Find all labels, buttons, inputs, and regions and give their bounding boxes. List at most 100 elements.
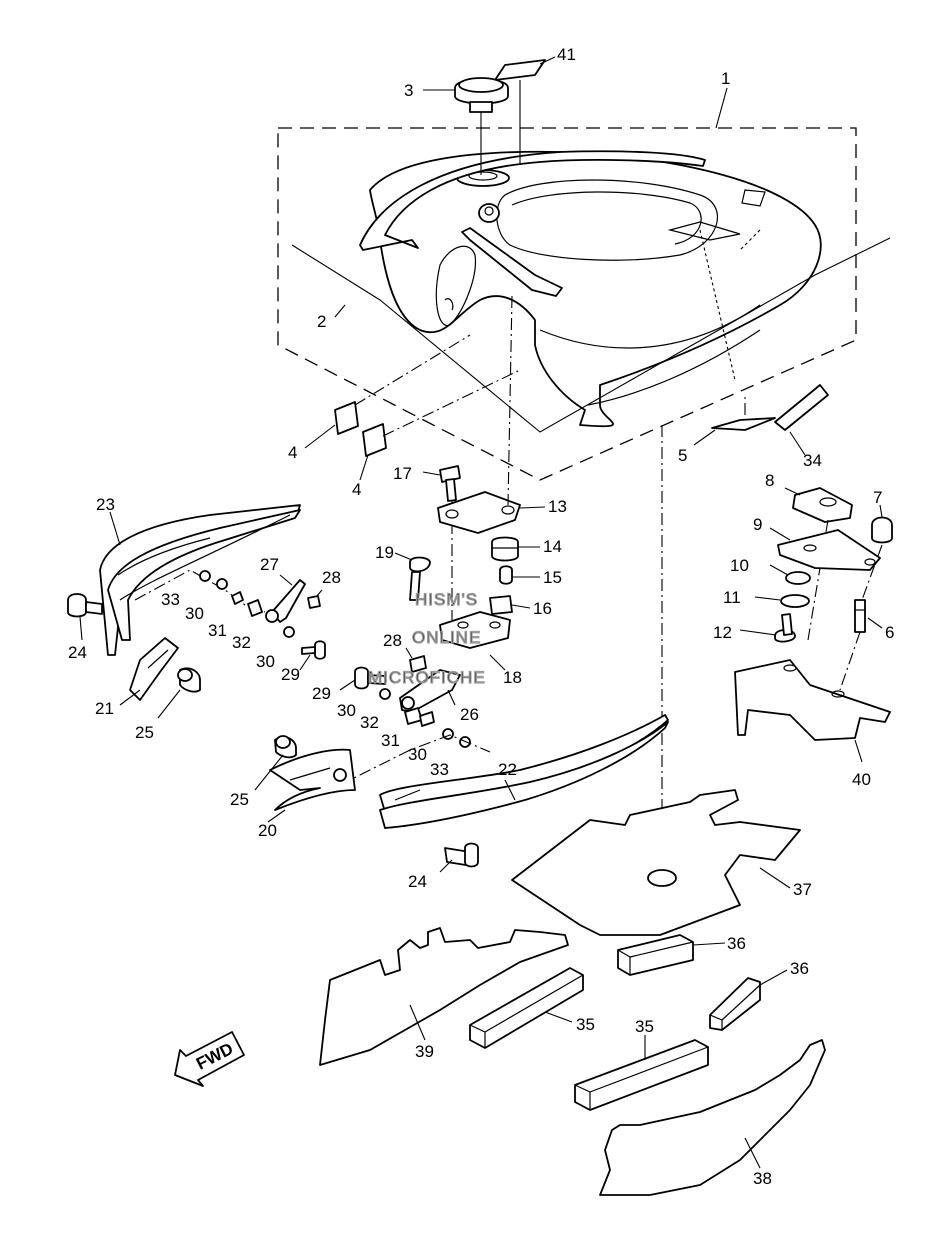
callout-39: 39	[415, 1042, 434, 1061]
collar-31-lower	[419, 711, 435, 727]
callout-38: 38	[753, 1169, 772, 1188]
collar-15	[499, 565, 513, 585]
bracket-13	[437, 491, 521, 534]
bolt-28-lower	[409, 655, 427, 673]
washer-30-mid	[283, 626, 295, 638]
block-36-left	[617, 934, 694, 976]
bolt-29-lower	[354, 666, 386, 690]
callout-34: 34	[803, 451, 822, 470]
callout-10: 10	[730, 556, 749, 575]
block-35-right	[574, 1039, 709, 1111]
callout-31a: 31	[208, 621, 227, 640]
callout-9: 9	[753, 515, 762, 534]
callout-19: 19	[375, 543, 394, 562]
callout-41: 41	[557, 45, 576, 64]
bracket-8	[792, 487, 853, 523]
pad-5	[711, 417, 776, 431]
tank-stripe-decal	[359, 150, 706, 251]
bracket-26	[399, 669, 461, 713]
callout-30a: 30	[185, 604, 204, 623]
callout-21: 21	[95, 699, 114, 718]
callout-16: 16	[533, 599, 552, 618]
callout-6: 6	[885, 623, 894, 642]
collar-25-left	[177, 667, 201, 693]
washer-33-left	[199, 570, 211, 582]
bracket-9	[777, 529, 881, 571]
callout-24b: 24	[408, 872, 427, 891]
callout-5: 5	[678, 446, 687, 465]
side-cover-23	[99, 504, 301, 656]
bracket-21	[129, 637, 179, 701]
callout-2: 2	[317, 312, 326, 331]
callout-4b: 4	[352, 480, 361, 499]
callout-28b: 28	[383, 631, 402, 650]
side-cover-22	[379, 714, 669, 829]
callout-1: 1	[721, 69, 730, 88]
stud-6	[854, 599, 866, 633]
callout-13: 13	[548, 497, 567, 516]
collar-31-left	[231, 591, 244, 605]
bolt-17	[439, 465, 461, 502]
callout-36b: 36	[790, 959, 809, 978]
bolt-29-upper	[301, 640, 326, 660]
callout-11: 11	[723, 588, 741, 607]
sheet-39	[319, 927, 569, 1066]
watermark: HISM'S ONLINE MICROFICHE	[367, 589, 486, 687]
fuel-cap	[454, 77, 509, 113]
callout-15: 15	[543, 568, 562, 587]
callout-28a: 28	[322, 568, 341, 587]
damper-14	[491, 536, 519, 562]
callout-33b: 33	[430, 760, 449, 779]
callout-30c: 30	[337, 701, 356, 720]
watermark-line-2: ONLINE	[412, 628, 481, 647]
bolt-19	[409, 556, 431, 601]
washer-10	[785, 571, 811, 585]
assembly-line-right	[339, 734, 491, 786]
bracket-27	[265, 579, 306, 623]
sheet-38	[599, 1039, 826, 1196]
bolt-12	[774, 613, 796, 643]
cap-nut-7	[871, 516, 893, 544]
sheet-37	[511, 789, 801, 936]
collar-25-lower	[274, 735, 297, 759]
callout-30b: 30	[256, 652, 275, 671]
washer-30-lower	[379, 688, 391, 700]
callout-17: 17	[393, 464, 412, 483]
bracket-18	[439, 611, 511, 649]
callout-14: 14	[543, 537, 562, 556]
callout-4a: 4	[288, 443, 297, 462]
watermark-line-3: MICROFICHE	[368, 668, 486, 687]
pad-4-lower	[362, 369, 521, 457]
block-36-right	[709, 977, 761, 1031]
callout-31b: 31	[381, 731, 400, 750]
callout-24a: 24	[68, 643, 87, 662]
washer-33-lower	[459, 736, 471, 748]
bolt-28-upper	[307, 595, 321, 609]
nut-16	[489, 595, 513, 615]
fwd-arrow-icon: FWD	[174, 1031, 245, 1087]
callout-30d: 30	[408, 745, 427, 764]
callout-40: 40	[852, 770, 871, 789]
callout-22: 22	[498, 760, 517, 779]
callout-labels: 1 2 3 4 4 5 6 7 8 9 10 11 12 13 14 15 16…	[68, 45, 894, 1188]
callout-35a: 35	[576, 1015, 595, 1034]
pad-4-upper	[334, 334, 471, 435]
callout-25b: 25	[230, 790, 249, 809]
collar-32-left	[247, 599, 263, 617]
callout-8: 8	[765, 471, 774, 490]
block-35-left	[469, 967, 584, 1049]
callout-32b: 32	[360, 713, 379, 732]
callout-3: 3	[404, 81, 413, 100]
callout-23: 23	[96, 495, 115, 514]
callout-33a: 33	[161, 590, 180, 609]
callout-35b: 35	[635, 1017, 654, 1036]
bolt-24-left	[67, 593, 103, 618]
washer-30-left	[216, 578, 228, 590]
strip-34	[774, 384, 829, 431]
callout-12: 12	[713, 623, 732, 642]
callout-29a: 29	[281, 665, 300, 684]
callout-32a: 32	[232, 633, 251, 652]
callout-25a: 25	[135, 723, 154, 742]
callout-37: 37	[793, 880, 812, 899]
